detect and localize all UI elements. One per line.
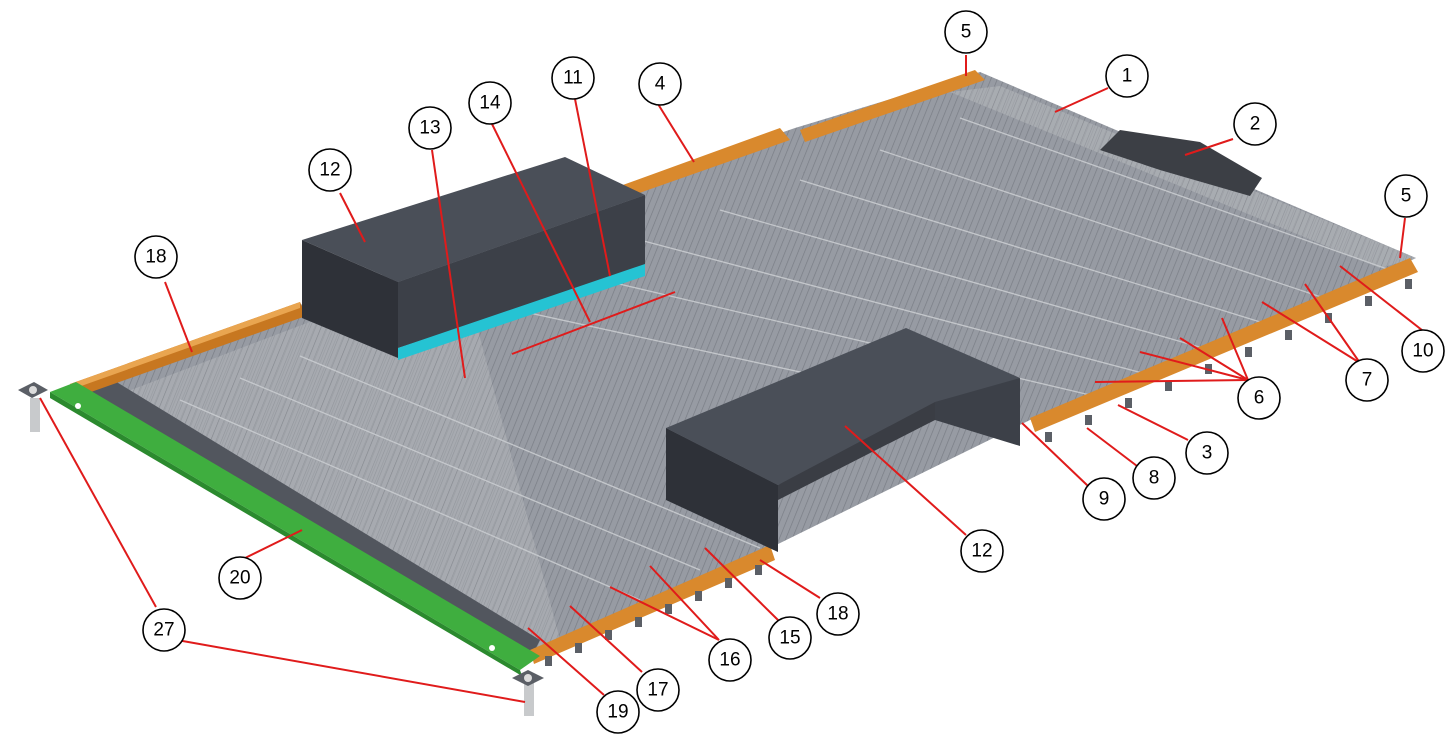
pcb-hole-right (489, 645, 495, 651)
rear-connector (1100, 130, 1262, 196)
callout-27: 27 (142, 608, 186, 652)
callout-10: 10 (1401, 329, 1445, 373)
callout-label: 8 (1149, 468, 1160, 489)
callout-18-left: 18 (134, 235, 178, 279)
cable-band-light-far (950, 86, 1416, 268)
callout-label: 16 (719, 650, 740, 671)
callout-label: 7 (1362, 370, 1373, 391)
callout-label: 12 (319, 160, 340, 181)
callout-18-front: 18 (816, 592, 860, 636)
callout-label: 18 (145, 247, 166, 268)
callout-label: 4 (655, 74, 666, 95)
callout-label: 27 (153, 620, 174, 641)
callout-label: 13 (419, 118, 440, 139)
callout-20: 20 (218, 556, 262, 600)
callout-12-front: 12 (960, 529, 1004, 573)
box-right (398, 195, 645, 348)
rail-front (530, 545, 775, 664)
callout-17: 17 (636, 668, 680, 712)
callout-5-right: 5 (1384, 174, 1428, 218)
callout-2: 2 (1233, 102, 1277, 146)
screw-right (512, 670, 544, 716)
callout-label: 14 (479, 93, 501, 114)
callout-label: 6 (1254, 388, 1265, 409)
rail-right (1030, 258, 1418, 432)
callout-label: 12 (971, 541, 992, 562)
rail-top-right (800, 70, 985, 142)
callout-12-back: 12 (308, 148, 352, 192)
callout-14: 14 (468, 81, 512, 125)
callout-15: 15 (768, 616, 812, 660)
callout-label: 1 (1122, 66, 1133, 87)
callout-label: 19 (607, 702, 628, 723)
cable-seam-lines (179, 117, 1391, 601)
box-front (302, 240, 398, 358)
leader-lines (39, 55, 1428, 703)
callout-label: 17 (647, 680, 668, 701)
callout-5: 5 (944, 10, 988, 54)
callout-13: 13 (408, 106, 452, 150)
callouts: 5 1 11 4 14 13 2 12 5 18 10 7 6 3 8 9 12… (134, 10, 1445, 734)
pcb-board (50, 382, 540, 676)
pcb-top (50, 382, 540, 670)
callout-label: 18 (827, 604, 848, 625)
rails (70, 70, 1418, 664)
bridge-cover-front (666, 328, 1020, 552)
callout-label: 11 (563, 68, 583, 89)
cable-band-light-near (110, 280, 560, 652)
callout-3: 3 (1185, 431, 1229, 475)
pcb-edge (50, 392, 522, 676)
screw-left (18, 382, 48, 432)
callout-label: 9 (1099, 489, 1110, 510)
callout-1: 1 (1105, 54, 1149, 98)
callout-label: 3 (1202, 443, 1213, 464)
callout-label: 15 (779, 628, 800, 649)
callout-label: 10 (1412, 341, 1433, 362)
callout-6: 6 (1237, 376, 1281, 420)
bridge-front-leg (666, 428, 778, 552)
callout-label: 20 (229, 568, 250, 589)
callout-7: 7 (1345, 358, 1389, 402)
callout-4: 4 (638, 62, 682, 106)
bridge-right-leg (935, 378, 1020, 446)
connector-pins-front (545, 565, 762, 666)
pcb-hole-left (75, 403, 81, 409)
box-top (302, 157, 645, 282)
rail-top-mid (620, 128, 790, 198)
bridge-underside (778, 402, 935, 500)
bridge-top (666, 328, 1020, 485)
callout-9: 9 (1082, 477, 1126, 521)
callout-label: 2 (1250, 114, 1261, 135)
callout-8: 8 (1132, 456, 1176, 500)
rail-left-top (70, 302, 300, 390)
callout-11: 11 (551, 56, 595, 100)
callout-label: 5 (1401, 186, 1412, 207)
callout-19: 19 (596, 690, 640, 734)
callout-16: 16 (708, 638, 752, 682)
callout-label: 5 (961, 22, 972, 43)
